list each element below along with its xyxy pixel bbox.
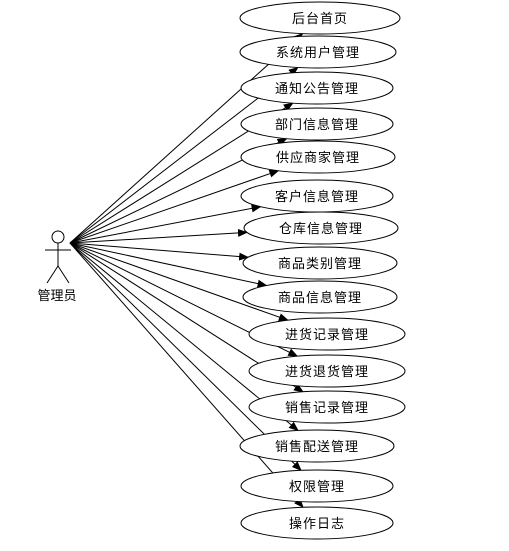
use-case: 系统用户管理 (239, 35, 397, 69)
actor-label: 管理员 (37, 289, 76, 304)
use-case: 仓库信息管理 (243, 211, 399, 245)
use-case-label: 商品类别管理 (278, 257, 362, 272)
use-case: 进货退货管理 (248, 354, 406, 388)
use-case-label: 后台首页 (292, 12, 348, 27)
association-arrow (69, 169, 280, 244)
actor-administrator: 管理员 (37, 230, 77, 304)
use-case-ellipse (242, 246, 398, 280)
use-case-ellipse (240, 107, 394, 141)
association-arrow (69, 242, 268, 288)
actor-left-leg (46, 265, 59, 284)
use-case: 后台首页 (239, 1, 401, 35)
use-case-ellipse (239, 1, 401, 35)
use-case-ellipse (242, 280, 398, 314)
use-case-ellipse (240, 71, 394, 105)
use-case-ellipse (239, 35, 397, 69)
use-case-ellipse (248, 354, 406, 388)
use-case-label: 部门信息管理 (275, 117, 359, 133)
use-case-label: 进货记录管理 (285, 327, 369, 343)
association-arrow (69, 242, 304, 509)
use-case-ellipse (239, 429, 395, 463)
actor-right-leg (57, 265, 70, 284)
use-case: 销售记录管理 (248, 390, 406, 424)
use-case-label: 客户信息管理 (275, 189, 359, 205)
use-case-label: 系统用户管理 (276, 45, 360, 61)
use-case-ellipse (248, 317, 406, 351)
use-case-label: 进货退货管理 (285, 364, 369, 380)
use-case-label: 供应商家管理 (276, 150, 360, 166)
use-case: 供应商家管理 (240, 140, 396, 174)
use-case-ellipse (243, 211, 399, 245)
use-case-ellipse (240, 506, 394, 540)
use-case-label: 销售记录管理 (285, 400, 369, 416)
association-arrow (69, 204, 262, 244)
use-case: 通知公告管理 (240, 71, 394, 105)
use-case: 商品类别管理 (242, 246, 398, 280)
use-case-label: 商品信息管理 (278, 290, 362, 306)
use-case: 权限管理 (240, 469, 394, 503)
use-case-label: 销售配送管理 (275, 439, 359, 455)
actor-head (51, 230, 65, 244)
use-case-label: 仓库信息管理 (279, 221, 363, 237)
association-arrow (69, 242, 250, 261)
use-case: 操作日志 (240, 506, 394, 540)
use-case: 商品信息管理 (242, 280, 398, 314)
use-case-label: 权限管理 (289, 479, 345, 495)
association-arrow (69, 242, 289, 321)
use-cases: 后台首页系统用户管理通知公告管理部门信息管理供应商家管理客户信息管理仓库信息管理… (239, 1, 406, 540)
association-arrow (69, 242, 302, 472)
use-case: 销售配送管理 (239, 429, 395, 463)
use-case: 部门信息管理 (240, 107, 394, 141)
use-case-ellipse (248, 390, 406, 424)
association-arrow (69, 228, 248, 244)
use-case-label: 通知公告管理 (275, 81, 359, 97)
use-case: 客户信息管理 (240, 179, 394, 213)
use-case: 进货记录管理 (248, 317, 406, 351)
use-case-ellipse (240, 140, 396, 174)
association-arrow (69, 32, 304, 244)
use-case-ellipse (240, 469, 394, 503)
use-case-label: 操作日志 (289, 516, 345, 532)
